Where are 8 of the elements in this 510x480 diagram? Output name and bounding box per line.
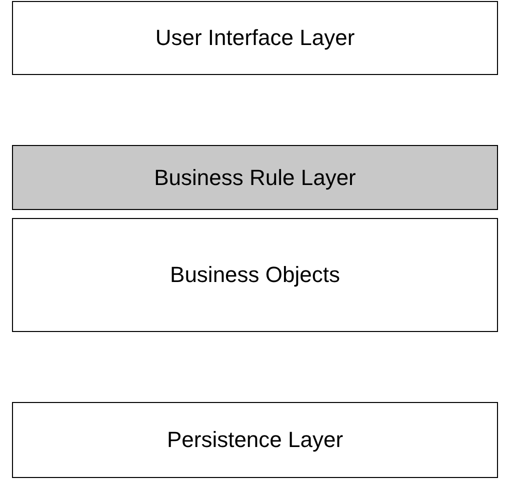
layer-label: Business Rule Layer [154,164,356,190]
layer-box [12,1,498,75]
layer-box [12,218,498,332]
layer-label: Persistence Layer [166,427,344,453]
layer-label: Business Objects [170,262,340,288]
layer-header-box [12,145,498,210]
layer-box [12,402,498,478]
layer-label: User Interface Layer [155,25,355,51]
